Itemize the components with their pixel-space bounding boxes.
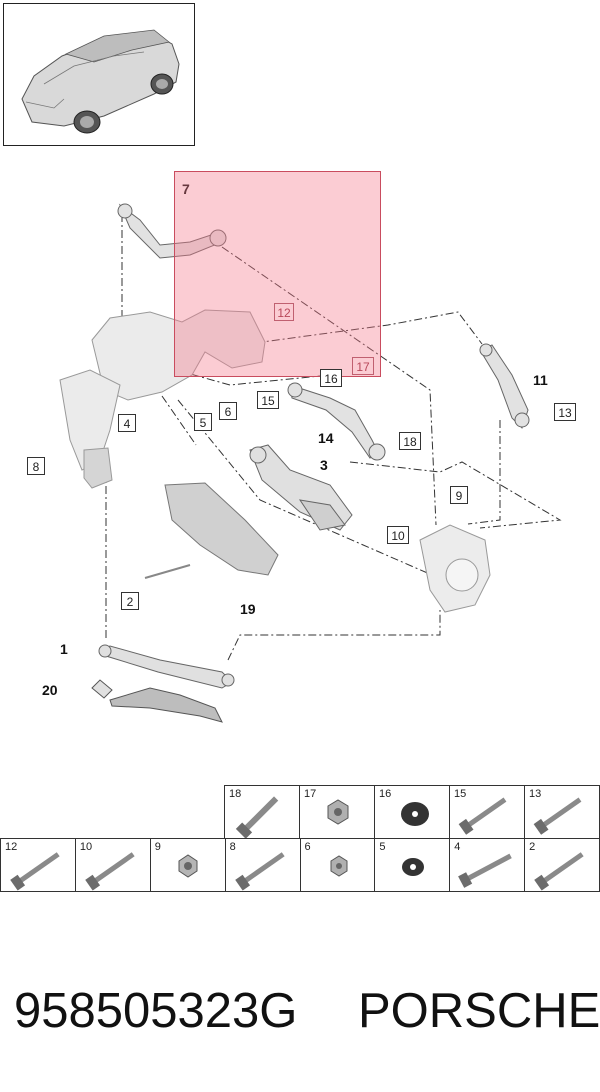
brand-name: PORSCHE [358, 984, 600, 1038]
part-cell-6: 6 [299, 838, 376, 892]
highlighted-area [174, 171, 381, 377]
part-cell-8: 8 [224, 838, 301, 892]
bolt-icon [235, 796, 279, 838]
callout-20: 20 [42, 682, 58, 698]
part-cell-16: 16 [374, 785, 450, 839]
flange-nut-icon [178, 854, 198, 878]
callout-box-17: 17 [352, 357, 374, 375]
callout-box-18: 18 [399, 432, 421, 450]
callout-19: 19 [240, 601, 256, 617]
parts-table-row-2: 12 10 9 8 6 5 4 2 [0, 838, 600, 892]
part-cell-17: 17 [299, 785, 375, 839]
callout-box-2: 2 [121, 592, 139, 610]
car-thumbnail-icon [21, 29, 180, 134]
callout-box-9: 9 [450, 486, 468, 504]
wheel-carrier [419, 524, 491, 613]
bolt-icon [10, 852, 60, 891]
upper-arm-7 [117, 203, 227, 259]
callout-14: 14 [318, 430, 334, 446]
callout-7: 7 [182, 181, 190, 197]
part-cell-5: 5 [374, 838, 451, 892]
bolt-icon [458, 853, 513, 888]
part-cell-9: 9 [149, 838, 226, 892]
washer-icon [402, 858, 425, 876]
cover-19 [144, 482, 279, 579]
nut-icon [327, 799, 349, 825]
callout-box-15: 15 [257, 391, 279, 409]
callout-11: 11 [533, 372, 548, 388]
nut-icon [330, 855, 347, 877]
bolt-icon [234, 852, 285, 891]
part-cell-13: 13 [524, 785, 600, 839]
callout-box-12: 12 [274, 303, 294, 321]
callout-1: 1 [60, 641, 68, 657]
part-cell-18: 18 [224, 785, 300, 839]
bolt-icon [85, 852, 135, 891]
part-cell-15: 15 [449, 785, 525, 839]
link-3 [249, 444, 353, 531]
callout-box-16: 16 [320, 369, 342, 387]
part-cell-12: 12 [0, 838, 76, 892]
leader-lines [105, 214, 562, 661]
part-cell-10: 10 [74, 838, 151, 892]
bolt-icon [458, 797, 507, 835]
callout-3: 3 [320, 457, 328, 473]
part-cell-4: 4 [449, 838, 526, 892]
parts-table-row-1: 18 17 16 15 13 [224, 785, 600, 839]
callout-box-13: 13 [554, 403, 576, 421]
part-number: 958505323G [14, 984, 298, 1038]
part-cell-2: 2 [524, 838, 600, 892]
callout-box-5: 5 [194, 413, 212, 431]
bolt-icon [533, 797, 582, 835]
bolt-icon [534, 852, 584, 891]
arm-11 [479, 343, 530, 429]
bracket-20 [91, 679, 223, 723]
callout-box-8: 8 [27, 457, 45, 475]
car-thumbnail [3, 3, 195, 146]
subframe [59, 309, 266, 489]
callout-box-4: 4 [118, 414, 136, 432]
suspension-exploded-diagram: 7 11 14 3 19 1 20 [42, 181, 562, 723]
footer: 958505323G PORSCHE [14, 983, 600, 1039]
callout-box-6: 6 [219, 402, 237, 420]
callout-box-10: 10 [387, 526, 409, 544]
lower-link-1 [98, 644, 235, 689]
arm-14 [287, 382, 386, 461]
washer-icon [401, 802, 429, 826]
